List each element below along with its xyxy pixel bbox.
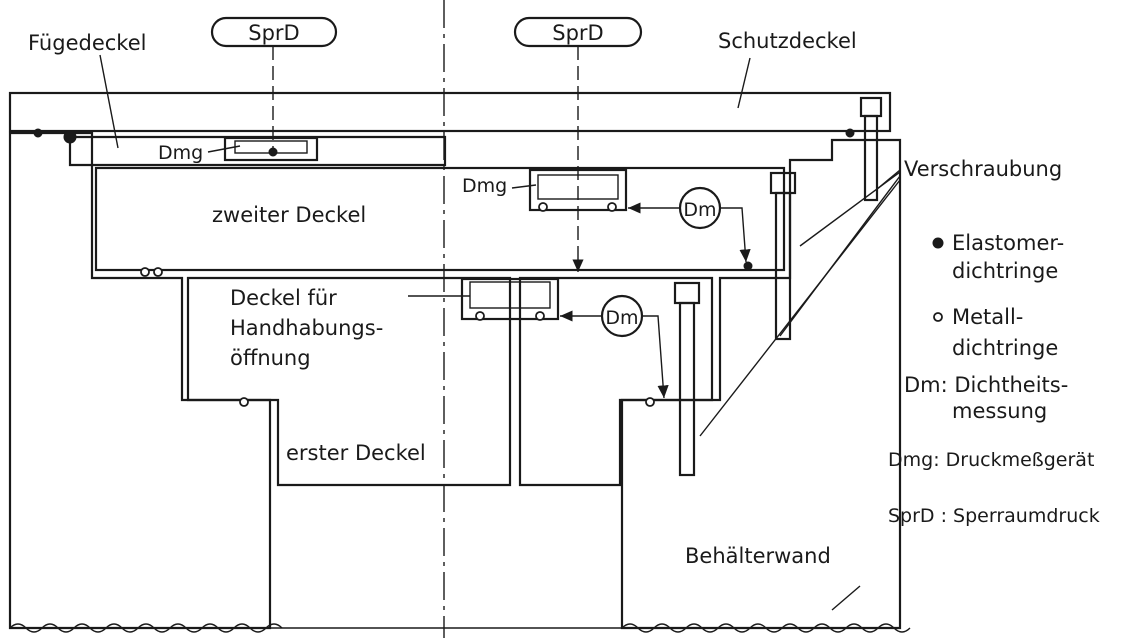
metal-seal-6 <box>607 202 617 212</box>
label-verschraubung: Verschraubung <box>904 157 1062 181</box>
metal-seal-8 <box>645 397 655 407</box>
label-dmg-mid: Dmg <box>462 175 507 197</box>
gauge-low <box>469 281 551 309</box>
legend-dmg: Dmg: Druckmeßgerät <box>888 449 1094 471</box>
leader-dmg-mid <box>511 184 537 189</box>
elastomer-seal-5 <box>33 128 43 138</box>
legend-elastomer-line2: dichtringe <box>952 259 1058 283</box>
screw-top <box>859 96 883 202</box>
legend-sprd: SprD : Sperraumdruck <box>888 505 1100 527</box>
protective-lid <box>8 91 892 133</box>
leader-behaelterwand <box>831 585 861 611</box>
dm-callout-upper: Dm <box>628 186 751 263</box>
label-deckel-line3: öffnung <box>230 346 311 370</box>
legend-elastomer-line1: Elastomer- <box>952 231 1064 255</box>
legend-dm-line1: Dm: Dichtheits- <box>904 373 1068 397</box>
label-dmg-top: Dmg <box>158 142 203 164</box>
leader-schutzdeckel <box>737 57 751 109</box>
leader-dmg-top <box>207 145 241 153</box>
gauge-housing-low <box>460 277 560 321</box>
sprd-label-right: SprD <box>552 21 603 45</box>
legend-elastomer-marker <box>932 237 944 249</box>
vessel-wall-left <box>8 131 272 630</box>
dm-label-lower: Dm <box>605 307 638 329</box>
dm-callout-lower: Dm <box>560 294 669 399</box>
metal-seal-7 <box>239 397 249 407</box>
legend-metal-line2: dichtringe <box>952 336 1058 360</box>
metal-seal-1 <box>140 267 150 277</box>
label-fuegedeckel: Fügedeckel <box>28 31 146 55</box>
elastomer-seal-1 <box>63 130 77 144</box>
elastomer-seal-4 <box>743 261 753 271</box>
sprd-callout-right: SprD <box>513 16 643 48</box>
screw-low <box>673 281 701 477</box>
second-lid <box>94 166 786 272</box>
joint-lid <box>68 135 447 167</box>
metal-seal-5 <box>538 202 548 212</box>
label-zweiter-deckel: zweiter Deckel <box>212 203 366 227</box>
vessel-wall-right <box>620 138 902 630</box>
metal-seal-2 <box>153 267 163 277</box>
label-schutzdeckel: Schutzdeckel <box>718 29 857 53</box>
dm-label-upper: Dm <box>683 199 716 221</box>
leader-fuegedeckel <box>99 54 119 149</box>
label-deckel-line1: Deckel für <box>230 286 337 310</box>
label-deckel-line2: Handhabungs- <box>230 316 383 340</box>
metal-seal-3 <box>475 311 485 321</box>
sprd-label-left: SprD <box>248 21 299 45</box>
first-lid <box>518 276 714 487</box>
leaders-verschraubung <box>699 169 901 437</box>
elastomer-seal-2 <box>268 147 278 157</box>
metal-seal-4 <box>535 311 545 321</box>
elastomer-seal-3 <box>845 128 855 138</box>
legend: Elastomer- dichtringe Metall- dichtringe… <box>888 231 1100 527</box>
label-behaelterwand: Behälterwand <box>685 544 831 568</box>
sprd-callout-left: SprD <box>210 16 338 48</box>
break-line <box>9 623 911 633</box>
legend-dm-line2: messung <box>952 399 1047 423</box>
legend-metal-marker <box>933 312 943 322</box>
screw-mid <box>769 171 797 341</box>
label-erster-deckel: erster Deckel <box>286 441 426 465</box>
legend-metal-line1: Metall- <box>952 305 1023 329</box>
